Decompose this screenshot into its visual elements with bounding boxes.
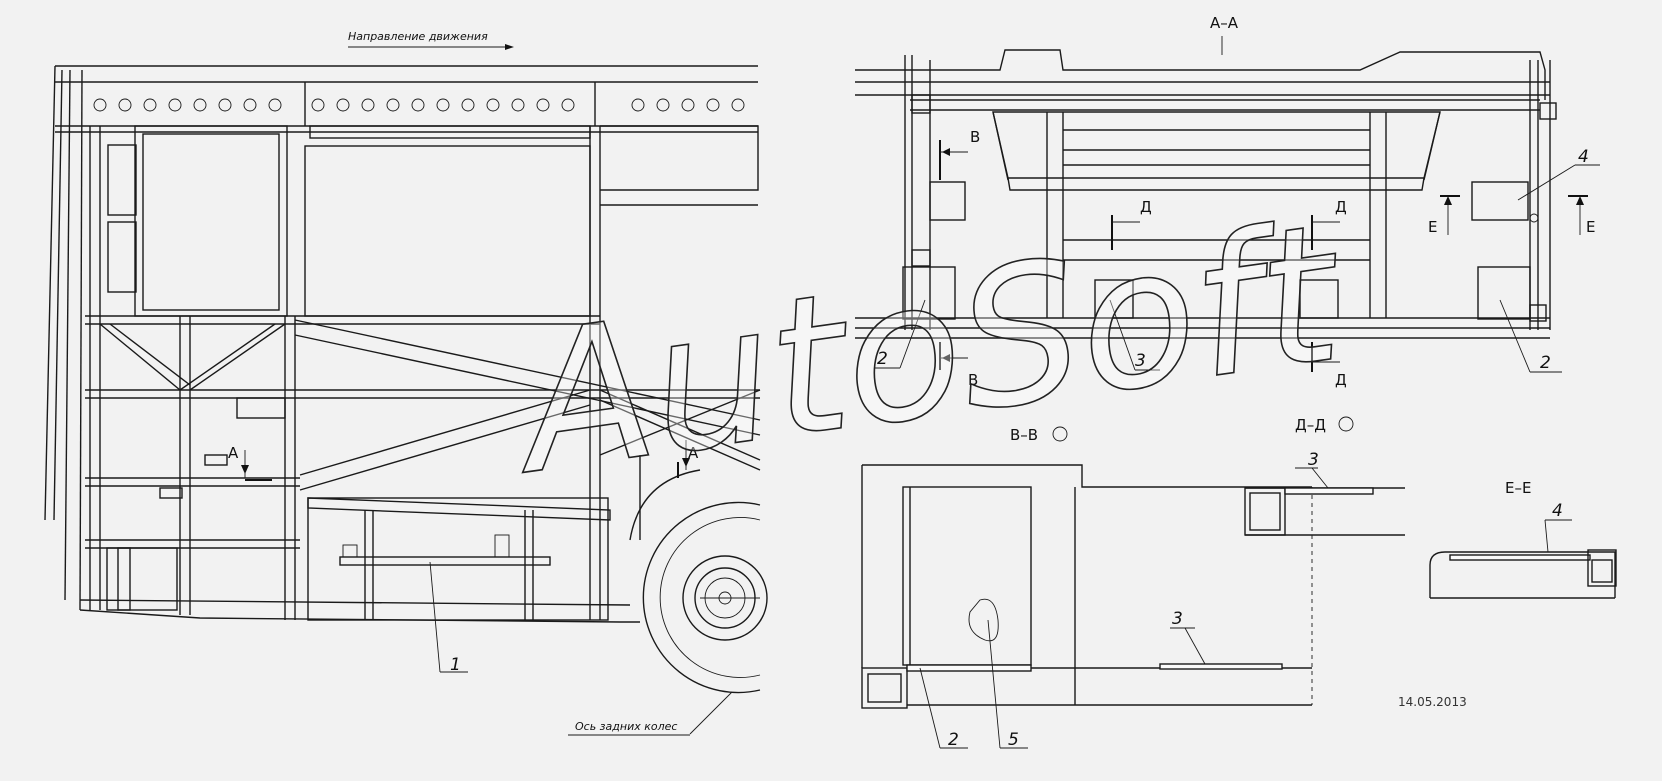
callout-label-2-left: 2 bbox=[877, 349, 888, 369]
callout-2-vv: 2 bbox=[919, 667, 968, 750]
callout-2-aa-left: 2 bbox=[875, 299, 926, 369]
section-vv-view: В–В 2 5 3 bbox=[861, 426, 1313, 750]
side-frame-view bbox=[44, 65, 768, 735]
section-aa-title: А–А bbox=[1210, 14, 1239, 32]
cut-label-d-2: Д bbox=[1335, 198, 1347, 216]
section-aa-view: А–А bbox=[855, 14, 1600, 389]
callout-label-4-ee: 4 bbox=[1552, 501, 1563, 521]
beam-holes bbox=[93, 98, 745, 112]
section-ee-view: Е–Е 4 bbox=[1429, 479, 1617, 599]
callout-3-aa: 3 bbox=[1109, 299, 1160, 371]
callout-label-3-vv: 3 bbox=[1172, 609, 1183, 629]
cut-mark-a-left: А bbox=[228, 444, 272, 481]
cut-label-a-left: А bbox=[228, 444, 239, 462]
cut-label-e-left: Е bbox=[1428, 218, 1437, 236]
rear-axle-label: Ось задних колес bbox=[575, 720, 677, 733]
callout-label-3-aa: 3 bbox=[1135, 351, 1146, 371]
cut-marks-d: Д Д Д bbox=[1111, 198, 1347, 389]
cut-marks-v: В В bbox=[939, 128, 980, 389]
callout-label-2-vv: 2 bbox=[948, 730, 959, 750]
callout-label-2-right: 2 bbox=[1540, 353, 1551, 373]
callout-2-aa-right: 2 bbox=[1499, 299, 1562, 373]
section-dd-view: Д–Д 3 bbox=[1244, 416, 1405, 536]
callout-label-3-dd: 3 bbox=[1308, 450, 1319, 470]
section-ee-title: Е–Е bbox=[1505, 479, 1531, 497]
cut-label-v-bottom: В bbox=[968, 371, 978, 389]
cut-label-e-right: Е bbox=[1586, 218, 1595, 236]
callout-label-4: 4 bbox=[1578, 147, 1589, 167]
cut-label-a-right: А bbox=[688, 444, 699, 462]
callout-4: 4 bbox=[1517, 147, 1600, 201]
callout-label-5: 5 bbox=[1008, 730, 1019, 750]
rear-axle-note: Ось задних колес bbox=[568, 720, 690, 736]
section-dd-title: Д–Д bbox=[1295, 416, 1326, 434]
callout-3-vv: 3 bbox=[1170, 609, 1206, 665]
cut-label-v-top: В bbox=[970, 128, 980, 146]
cut-label-d-3: Д bbox=[1335, 371, 1347, 389]
callout-1: 1 bbox=[429, 561, 468, 675]
direction-label: Направление движения bbox=[348, 30, 488, 43]
direction-indicator: Направление движения bbox=[348, 30, 514, 50]
section-vv-title: В–В bbox=[1010, 426, 1038, 444]
callout-5: 5 bbox=[987, 619, 1028, 750]
rear-wheel bbox=[642, 501, 768, 735]
cut-marks-e: Е Е bbox=[1428, 195, 1595, 236]
cut-label-d-1: Д bbox=[1140, 198, 1152, 216]
callout-label-1: 1 bbox=[450, 655, 461, 675]
drawing-date: 14.05.2013 bbox=[1398, 695, 1467, 709]
watermark: AutoSoft bbox=[497, 182, 1356, 517]
cut-mark-a-right: А bbox=[677, 440, 699, 478]
